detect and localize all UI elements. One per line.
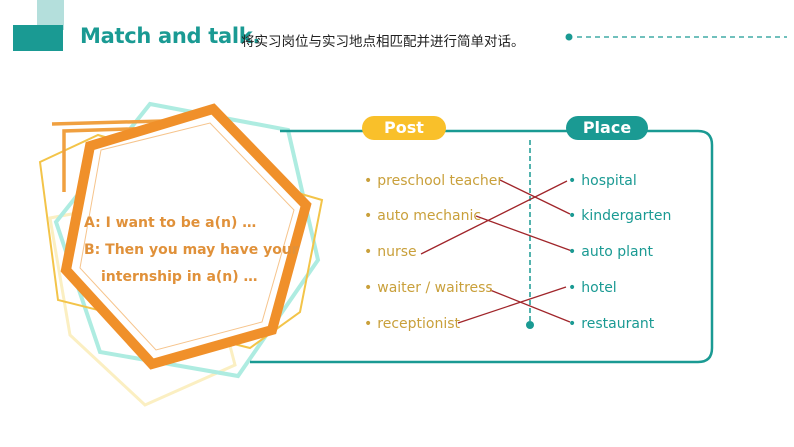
post-item[interactable]: •nurse [364,244,417,260]
dialogue-line-b-cont: internship in a(n) … [101,269,258,285]
bullet-icon: • [364,316,373,332]
post-column-header: Post [362,116,446,140]
match-line-waiter-restaurant [489,289,571,323]
post-item[interactable]: •waiter / waitress [364,280,493,296]
header-accent-dark [13,25,63,51]
bullet-icon: • [568,316,577,332]
bullet-icon: • [568,244,577,260]
place-item[interactable]: •hospital [568,173,637,189]
bullet-icon: • [568,280,577,296]
header-dashed-line [565,33,787,41]
inner-orange-outline [79,122,295,351]
post-item[interactable]: •auto mechanic [364,208,482,224]
place-item[interactable]: •kindergarten [568,208,672,224]
bullet-icon: • [364,208,373,224]
gold-outline-polygon [38,133,324,350]
dialogue-line-b: B: Then you may have your [84,242,299,258]
divider-endpoint [526,321,534,329]
bullet-icon: • [364,173,373,189]
bullet-icon: • [364,244,373,260]
place-column-header: Place [566,116,648,140]
match-line-receptionist-hotel [457,286,567,324]
dialogue-line-a: A: I want to be a(n) … [84,215,257,231]
post-item[interactable]: •receptionist [364,316,461,332]
bullet-icon: • [364,280,373,296]
instruction-text: 将实习岗位与实习地点相匹配并进行简单对话。 [241,34,525,50]
match-lines [420,179,573,324]
main-orange-hexagon [60,103,312,370]
bullet-icon: • [568,208,577,224]
place-item[interactable]: •restaurant [568,316,655,332]
place-item[interactable]: •auto plant [568,244,653,260]
bullet-icon: • [568,173,577,189]
page-title: Match and talk. [80,24,261,48]
place-item[interactable]: •hotel [568,280,617,296]
post-item[interactable]: •preschool teacher [364,173,504,189]
dialogue-box: A: I want to be a(n) … B: Then you may h… [84,210,299,291]
match-panel-border [250,129,714,364]
match-line-mechanic-autoplant [475,215,573,252]
match-line-nurse-hospital [420,180,568,255]
